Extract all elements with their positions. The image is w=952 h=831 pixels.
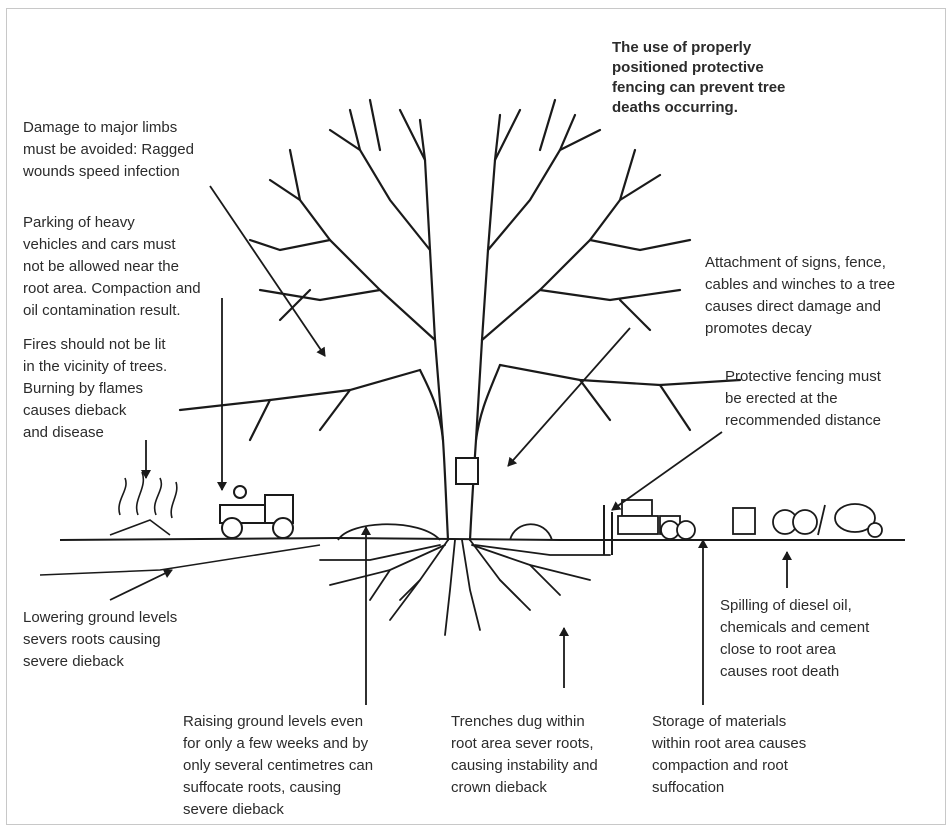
arrow-lowering	[109, 568, 173, 601]
stored-materials	[617, 499, 696, 540]
label-raising: Raising ground levels even for only a fe…	[183, 713, 374, 818]
arrow-attachment	[507, 327, 631, 467]
label-fencing: Protective fencing must be erected at th…	[725, 368, 881, 429]
annotation-arrows	[109, 185, 792, 705]
fire-flames	[109, 471, 178, 536]
headline-note: The use of properly positioned protectiv…	[612, 39, 786, 116]
label-trenches: Trenches dug within root area sever root…	[451, 713, 598, 796]
diagram-frame	[6, 8, 946, 825]
tractor-vehicle	[219, 485, 294, 539]
label-attachment: Attachment of signs, fence, cables and w…	[705, 254, 896, 337]
label-lowering: Lowering ground levels severs roots caus…	[23, 609, 178, 670]
label-fires: Fires should not be lit in the vicinity …	[23, 336, 168, 441]
root-system	[319, 539, 611, 636]
tree-crown	[178, 98, 742, 542]
drums-and-mixer	[732, 503, 883, 538]
arrow-fencing	[611, 431, 723, 511]
trench-spoil	[509, 523, 553, 541]
ground-line	[39, 536, 905, 576]
arrow-limbs	[209, 185, 326, 357]
label-spilling: Spilling of diesel oil, chemicals and ce…	[720, 597, 870, 680]
protective-fence	[603, 505, 613, 555]
label-storage: Storage of materials within root area ca…	[652, 713, 807, 796]
label-parking: Parking of heavy vehicles and cars must …	[23, 214, 201, 319]
label-limbs: Damage to major limbs must be avoided: R…	[23, 119, 194, 180]
sign-board	[455, 457, 479, 485]
soil-mound	[337, 523, 441, 541]
